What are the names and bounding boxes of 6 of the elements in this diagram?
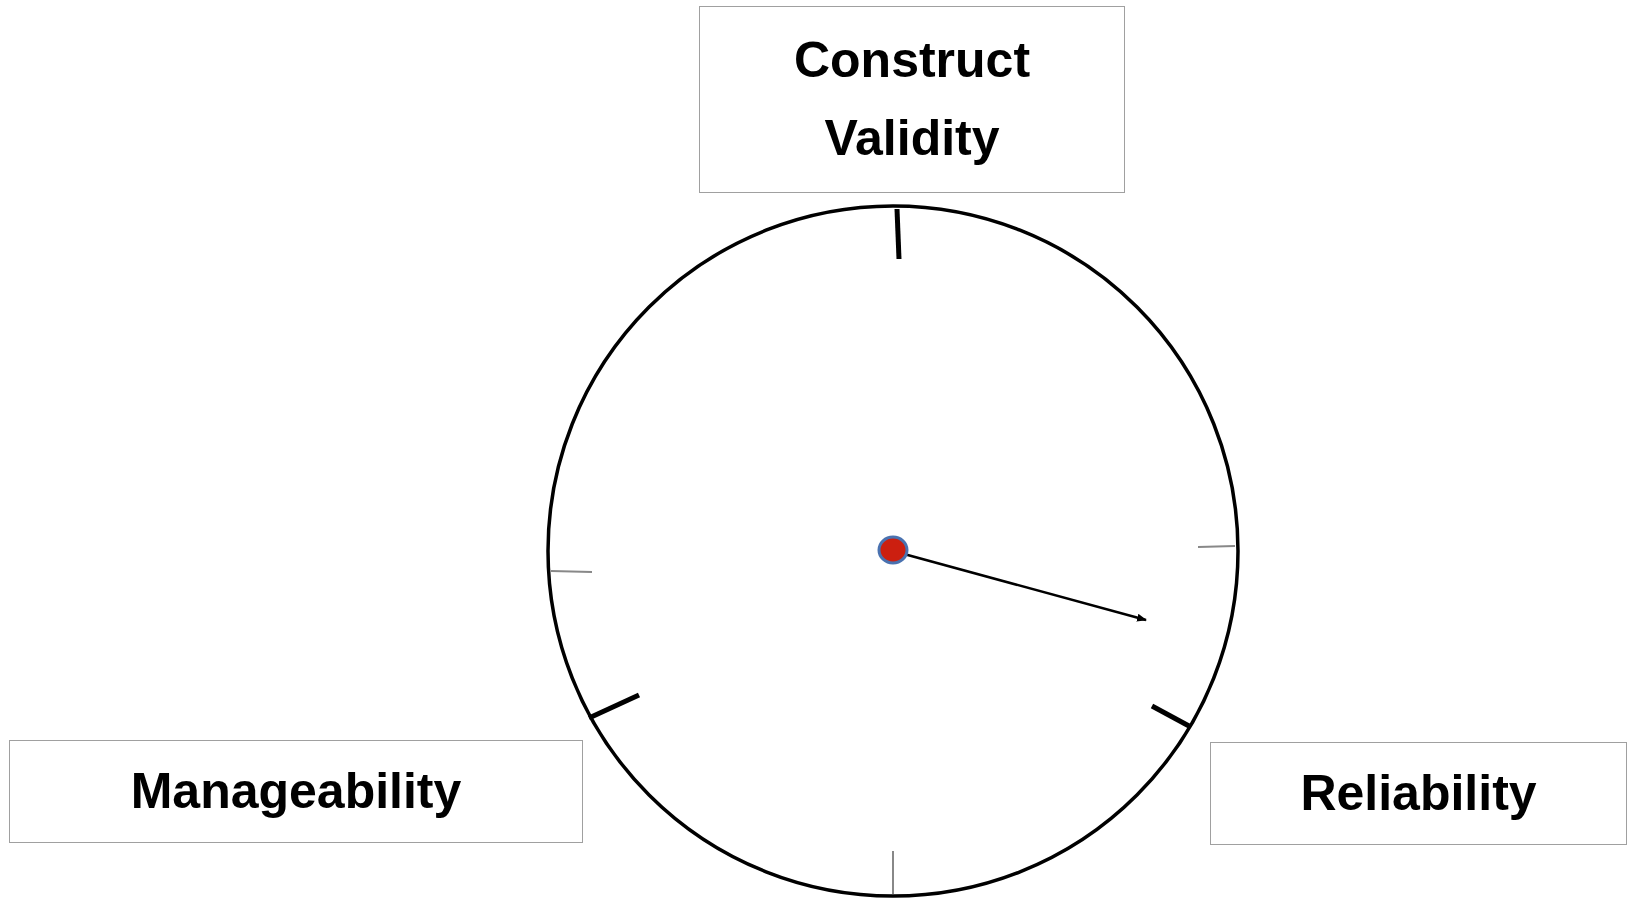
- box-label: Manageability: [129, 761, 463, 821]
- box-label: Reliability: [1299, 763, 1538, 823]
- box-label: Construct Validity: [792, 31, 1032, 168]
- label-box: [9, 740, 583, 843]
- label-box: [1210, 742, 1627, 845]
- label-box: [699, 6, 1125, 193]
